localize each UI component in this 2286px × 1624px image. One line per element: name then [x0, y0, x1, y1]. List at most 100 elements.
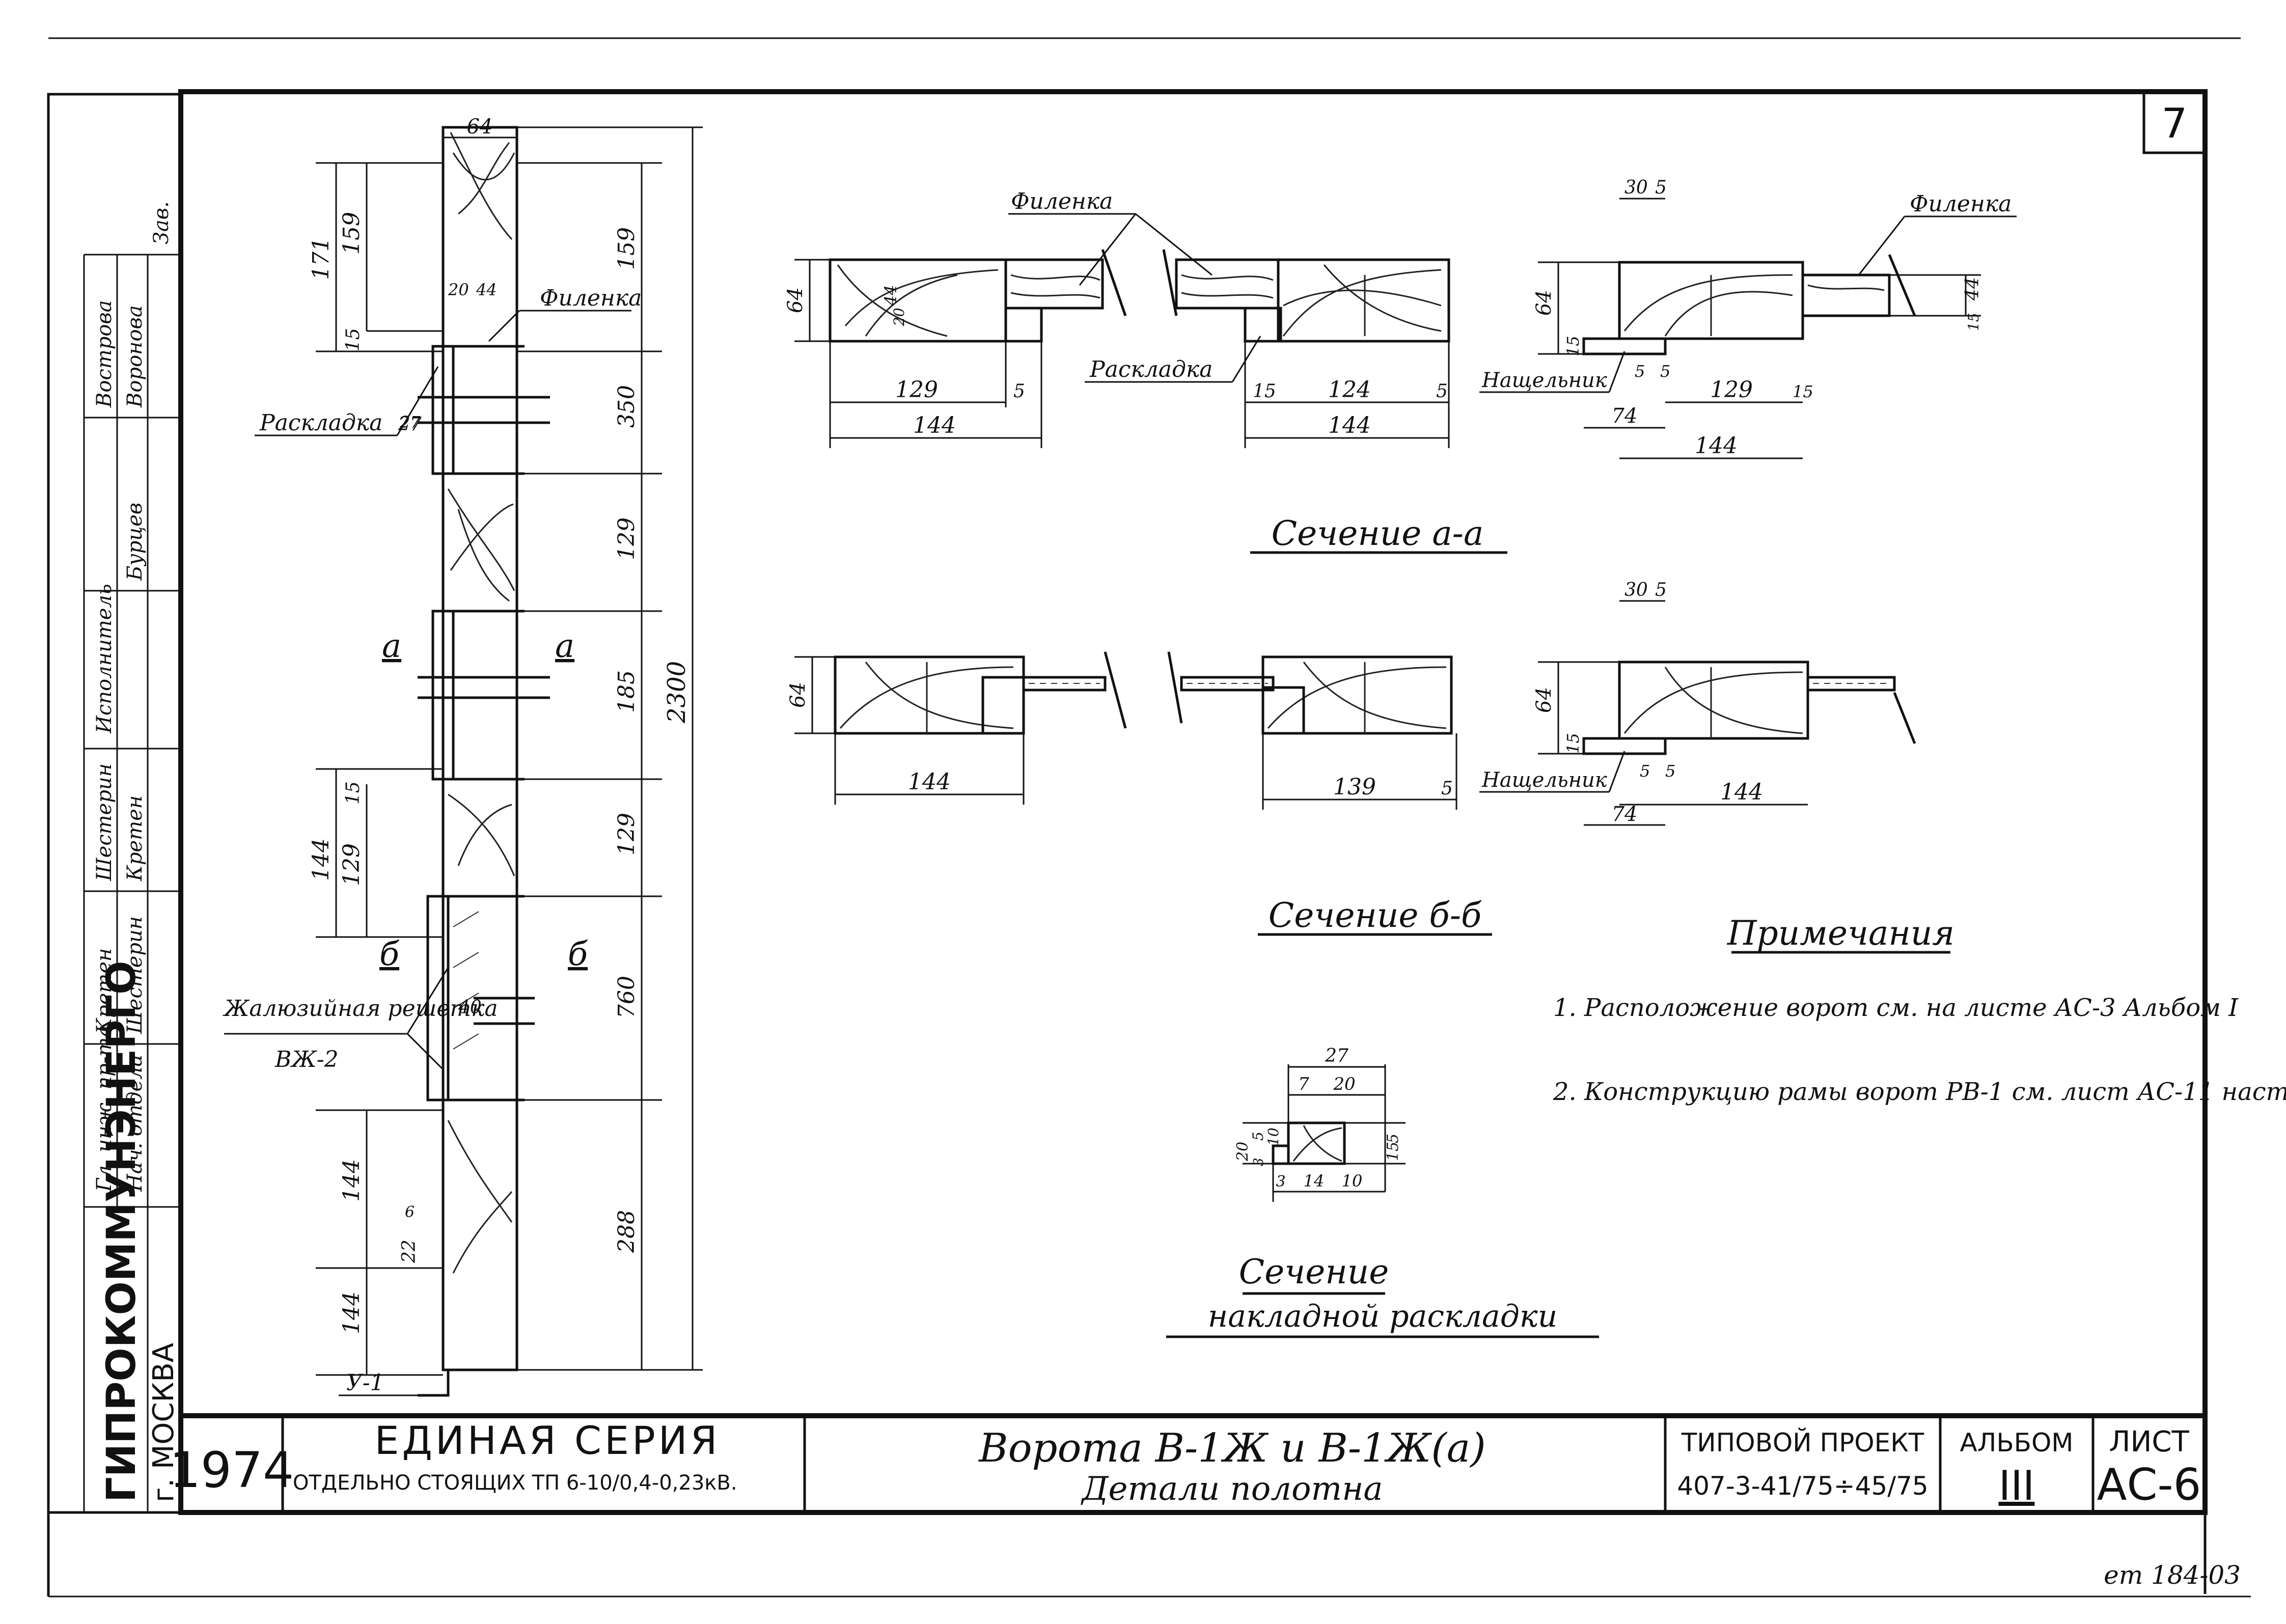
- section-aa-drawing: 64 129 5 144 15 124 5 144 30 5 64 15 44 …: [784, 177, 2017, 554]
- sheet-number: 7: [2162, 100, 2188, 147]
- sec-aa-dim-124: 124: [1328, 377, 1371, 403]
- sec-aa-dim-44a: 44: [881, 285, 900, 306]
- sec-bb-dim-139: 139: [1333, 774, 1376, 800]
- dim-40: 40: [458, 997, 482, 1018]
- year: 1974: [170, 1442, 294, 1499]
- ov-dim-20: 20: [1333, 1074, 1355, 1094]
- notes-block: Примечания 1. Расположение ворот см. на …: [1553, 914, 2286, 1106]
- project-label: ТИПОВОЙ ПРОЕКТ: [1681, 1427, 1924, 1457]
- role-nach-otdela: Нач. отдела: [123, 1055, 147, 1192]
- sec-bb-dim-144b: 144: [1720, 779, 1763, 805]
- dim-r-129b: 129: [614, 813, 640, 856]
- elevation-callouts: Филенка Раскладка 27 Жалюзийная решетка …: [223, 285, 642, 1396]
- bottom-code: ет 184-03: [2104, 1560, 2241, 1590]
- sec-aa-dim-129b: 129: [1710, 377, 1753, 403]
- dim-20: 20: [448, 280, 469, 299]
- role-shesterin: Шестерин: [93, 763, 116, 882]
- sec-bb-dim-5d: 5: [1665, 761, 1675, 781]
- sec-aa-dim-5b: 5: [1436, 381, 1448, 402]
- ov-dim-14: 14: [1304, 1171, 1325, 1191]
- dim-22: 22: [399, 1240, 420, 1263]
- dim-r-760: 760: [614, 976, 640, 1019]
- sec-aa-dim-129a: 129: [895, 377, 938, 403]
- overlay-section-drawing: 27 7 20 20 5 10 5 15 3 14 10 3 Сечение н…: [1166, 1045, 1599, 1338]
- role-kreten: Кретен: [123, 795, 147, 882]
- sec-bb-label-nashchelnik: Нащельник: [1481, 768, 1607, 792]
- sec-aa-dim-64a: 64: [784, 287, 807, 313]
- section-mark-b-left: б: [379, 935, 400, 973]
- notes-heading: Примечания: [1727, 914, 1954, 953]
- dim-129a: 129: [339, 843, 365, 886]
- sec-aa-dim-15b: 15: [1563, 336, 1583, 356]
- dim-171: 171: [308, 237, 334, 280]
- callout-u1: У-1: [346, 1370, 384, 1396]
- dim-144c: 144: [339, 1291, 365, 1334]
- sec-bb-dim-30: 30: [1624, 580, 1648, 600]
- sec-aa-dim-144a: 144: [913, 412, 956, 438]
- list-value: АС-6: [2097, 1460, 2201, 1510]
- sec-aa-dim-15c: 15: [1793, 382, 1813, 401]
- sec-bb-dim-5a: 5: [1441, 778, 1453, 799]
- section-mark-a-right: а: [555, 627, 574, 665]
- sec-aa-dim-44b: 44: [1962, 277, 1983, 301]
- series-subtitle: ОТДЕЛЬНО СТОЯЩИХ ТП 6-10/0,4-0,23кВ.: [293, 1471, 737, 1495]
- sec-aa-label-raskladka: Раскладка: [1089, 356, 1213, 382]
- callout-grille-code: ВЖ-2: [274, 1047, 339, 1072]
- sec-aa-dim-15d: 15: [1965, 313, 1982, 331]
- section-mark-a-left: а: [382, 627, 401, 665]
- title-block: 1974 ЕДИНАЯ СЕРИЯ ОТДЕЛЬНО СТОЯЩИХ ТП 6-…: [170, 1413, 2205, 1512]
- sec-bb-dim-15: 15: [1563, 733, 1583, 754]
- signature-burcev: Бурцев: [123, 503, 147, 581]
- signature-kreten: Кретен: [93, 948, 116, 1034]
- dim-r-185: 185: [614, 670, 640, 713]
- ov-dim-10-v: 10: [1265, 1127, 1282, 1146]
- dim-15b: 15: [343, 781, 364, 805]
- dim-6: 6: [405, 1203, 415, 1221]
- sheet-number-box: 7: [2142, 90, 2207, 154]
- list-label: ЛИСТ: [2109, 1425, 2189, 1458]
- sec-aa-label-filenka-2: Филенка: [1910, 191, 2012, 217]
- album-label: АЛЬБОМ: [1960, 1428, 2074, 1457]
- note-2: 2. Конструкцию рамы ворот РВ-1 см. лист …: [1553, 1078, 2286, 1106]
- sec-bb-dim-74: 74: [1612, 803, 1638, 826]
- ov-dim-5-v: 5: [1250, 1132, 1266, 1141]
- sec-bb-dim-5c: 5: [1640, 761, 1650, 781]
- callout-raskladka: Раскладка: [259, 410, 382, 436]
- dim-r-129a: 129: [614, 517, 640, 560]
- ov-dim-3-v: 3: [1251, 1158, 1266, 1166]
- sec-aa-dim-64b: 64: [1532, 290, 1556, 316]
- ov-dim-20-v: 20: [1234, 1142, 1252, 1162]
- dim-15a: 15: [343, 328, 364, 351]
- dim-r-159: 159: [614, 227, 640, 270]
- section-mark-b-right: б: [568, 935, 588, 973]
- dim-r-2300: 2300: [663, 661, 691, 724]
- project-number: 407-3-41/75÷45/75: [1677, 1471, 1928, 1501]
- callout-grille: Жалюзийная решетка: [223, 996, 498, 1022]
- sec-aa-dim-144b: 144: [1328, 412, 1371, 438]
- album-value: III: [1999, 1462, 2035, 1509]
- sec-bb-dim-64b: 64: [1532, 687, 1556, 713]
- ov-dim-10: 10: [1342, 1171, 1363, 1191]
- dim-top-64: 64: [467, 115, 493, 139]
- dim-159: 159: [339, 212, 365, 255]
- section-bb-drawing: 64 144 139 5 30 5 64 15 5 5 144 74 Нащел…: [786, 580, 1916, 936]
- callout-filenka: Филенка: [540, 285, 642, 311]
- elevation-dimensions: 171 159 15 144 15 129 144 22 6 144 64 20…: [308, 115, 703, 1376]
- section-aa-title: Сечение а-а: [1272, 514, 1484, 553]
- role-ispolnitel: Исполнитель: [93, 584, 116, 734]
- sec-aa-dim-15a: 15: [1253, 381, 1276, 402]
- sec-aa-dim-20: 20: [891, 308, 907, 326]
- sec-aa-dim-5c: 5: [1655, 177, 1667, 198]
- note-1: 1. Расположение ворот см. на листе АС-3 …: [1553, 994, 2239, 1022]
- role-gl-inzh: Гл. инж. пр-та: [93, 1025, 116, 1192]
- section-bb-title: Сечение б-б: [1269, 896, 1482, 935]
- sec-aa-dim-30: 30: [1624, 177, 1648, 198]
- sec-bb-dim-64a: 64: [786, 682, 810, 708]
- overlay-title-1: Сечение: [1239, 1252, 1389, 1291]
- callout-raskladka-dim: 27: [398, 414, 422, 435]
- ov-dim-5-r: 5: [1384, 1134, 1402, 1143]
- sec-bb-dim-144a: 144: [908, 769, 951, 795]
- dim-44: 44: [476, 280, 497, 299]
